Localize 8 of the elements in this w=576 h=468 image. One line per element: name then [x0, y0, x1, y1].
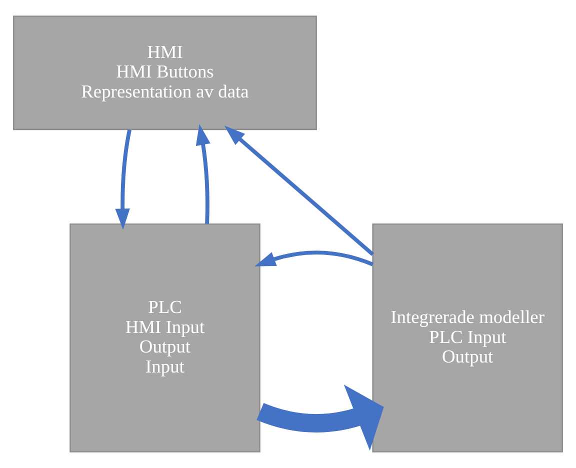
arrow [254, 250, 374, 266]
arrow [115, 129, 132, 230]
arrow [196, 124, 210, 224]
arrow [224, 126, 374, 256]
node-box: Integrerade modeller PLC Input Output [372, 223, 563, 452]
node-box: HMI HMI Buttons Representation av data [13, 16, 317, 130]
arrow [256, 384, 384, 451]
node-box: PLC HMI Input Output Input [70, 223, 260, 452]
